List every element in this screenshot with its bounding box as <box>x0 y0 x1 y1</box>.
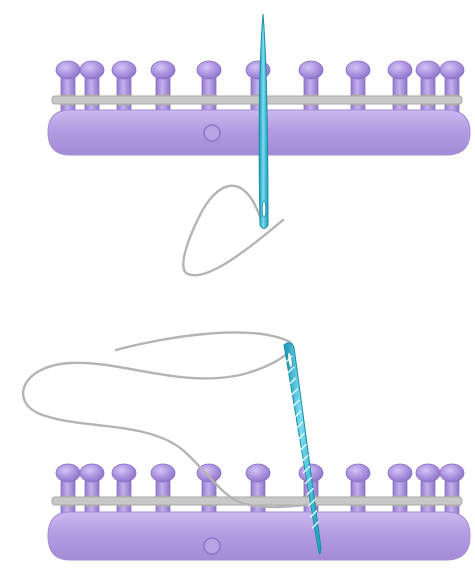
loom-peg <box>56 61 80 114</box>
loom-peg <box>388 61 412 114</box>
loom-peg <box>388 464 412 516</box>
step-1-yarn-rail <box>52 96 462 104</box>
loom-peg <box>416 61 440 114</box>
step-1-panel <box>48 14 470 275</box>
loom-peg <box>246 464 270 516</box>
loom-peg <box>112 61 136 114</box>
step-1-base-hole <box>204 125 220 141</box>
step-2-panel <box>23 333 470 560</box>
loom-peg <box>112 464 136 516</box>
loom-peg <box>151 61 175 114</box>
loom-peg <box>299 61 323 114</box>
step-2-yarn-rail <box>52 497 462 505</box>
loom-peg <box>416 464 440 516</box>
step-2-pegs <box>56 464 464 516</box>
loom-peg <box>80 61 104 114</box>
loom-peg <box>197 61 221 114</box>
loom-peg <box>346 464 370 516</box>
loom-peg <box>80 464 104 516</box>
loom-peg <box>56 464 80 516</box>
loom-peg <box>346 61 370 114</box>
loom-peg <box>151 464 175 516</box>
loom-peg <box>440 464 464 516</box>
loom-peg <box>440 61 464 114</box>
step-2-base-hole <box>204 538 220 554</box>
loom-peg <box>197 464 221 516</box>
step-2-loom-base <box>48 512 470 560</box>
step-1-needle <box>259 14 268 229</box>
